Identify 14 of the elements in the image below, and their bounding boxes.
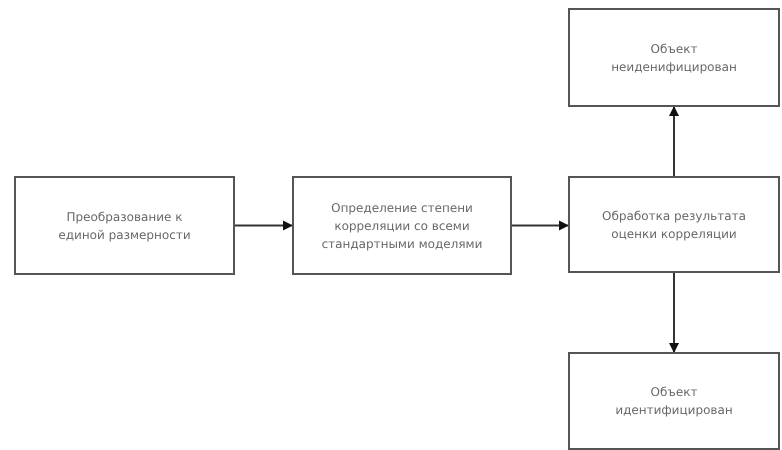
box-label: Обработка результата оценки корреляции (601, 208, 747, 242)
process-box (568, 176, 780, 273)
process-box (14, 176, 235, 275)
box-label: Объект неиденифицирован (610, 40, 738, 76)
box-label: Преобразование к единой размерности (57, 208, 192, 244)
arrow (669, 106, 679, 176)
process-box (292, 176, 512, 275)
box-label: Определение степени корреляции со всеми стандартными моделями (320, 200, 484, 252)
arrow (669, 273, 679, 353)
arrow (235, 220, 293, 230)
process-box (568, 8, 780, 107)
arrow (512, 220, 569, 230)
process-box (568, 352, 780, 450)
box-label: Объект идентифицирован (614, 384, 734, 419)
